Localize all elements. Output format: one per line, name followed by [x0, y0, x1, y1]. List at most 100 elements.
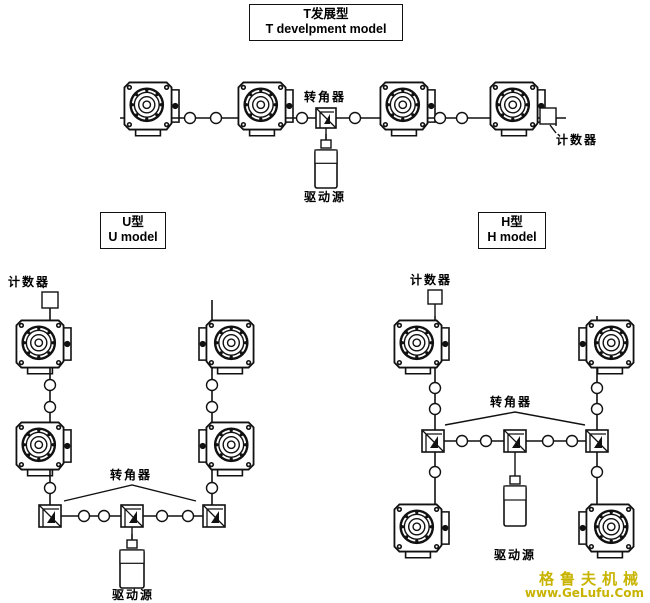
bolt-hole	[27, 351, 31, 355]
corner-bolt	[382, 84, 389, 91]
indexer-unit	[15, 421, 72, 477]
coupling	[43, 400, 57, 414]
h-model-title-en: H model	[487, 230, 537, 244]
coupling	[77, 509, 91, 523]
dial-ring	[606, 338, 616, 348]
gearbox-block	[198, 327, 207, 361]
corner-bolt	[433, 506, 440, 513]
bolt-hole	[51, 443, 55, 447]
bolt-hole	[599, 515, 603, 519]
gear-mark	[503, 429, 527, 453]
bolt-hole	[37, 326, 41, 331]
indexer-unit	[578, 319, 635, 375]
corner-bolt	[245, 359, 252, 366]
mount-base	[248, 129, 276, 137]
corner-bolt	[419, 84, 426, 91]
gearbox-block	[578, 511, 587, 545]
indexer-unit	[393, 503, 450, 559]
bolt-hole	[219, 351, 223, 355]
coupling	[295, 111, 309, 125]
bolt-hole	[145, 117, 149, 121]
bolt-hole	[37, 457, 41, 461]
bolt-hole	[155, 113, 159, 117]
mount-base	[596, 551, 624, 559]
corner-bolt	[55, 359, 62, 366]
dial-ring	[222, 436, 240, 454]
bolt-hole	[27, 433, 31, 437]
indexer-unit	[489, 81, 546, 137]
counter-box	[427, 289, 443, 305]
bolt-hole	[269, 113, 273, 117]
dial-ring	[142, 100, 152, 110]
dial-ring	[598, 513, 625, 540]
gearbox-block	[171, 89, 180, 123]
dial-ring	[602, 518, 620, 536]
bolt-hole	[415, 539, 419, 543]
shaft-boss	[442, 340, 449, 348]
corner-bolt	[625, 543, 632, 550]
corner-bolt	[396, 359, 403, 366]
bolt-hole	[22, 443, 27, 447]
mount-base	[404, 367, 432, 375]
gearbox-block	[63, 429, 72, 463]
corner-bolt	[208, 359, 215, 366]
bolt-hole	[405, 331, 409, 335]
dial-ring	[389, 91, 416, 118]
dial-ring	[25, 329, 52, 356]
bolt-hole	[391, 93, 395, 97]
dial-ring	[399, 509, 435, 545]
t-model-title: T发展型 T develpment model	[249, 4, 403, 41]
corner-bolt	[18, 322, 25, 329]
gearbox-block	[441, 511, 450, 545]
bolt-hole	[599, 535, 603, 539]
bolt-hole	[273, 103, 277, 107]
corner-bolt	[433, 322, 440, 329]
corner-bolt	[18, 359, 25, 366]
dial-ring	[247, 91, 274, 118]
bolt-hole	[219, 331, 223, 335]
gear-mark	[585, 429, 609, 453]
dial-ring	[385, 87, 421, 123]
dial-ring	[226, 338, 236, 348]
angle-gearbox	[585, 429, 609, 453]
bolt-hole	[411, 113, 415, 117]
connection-line	[37, 281, 45, 289]
shaft-boss	[579, 340, 586, 348]
motor-coupler	[126, 539, 138, 549]
corner-bolt	[625, 359, 632, 366]
coupling	[565, 434, 579, 448]
mount-base	[404, 551, 432, 559]
dial-ring	[138, 96, 156, 114]
bolt-hole	[243, 341, 248, 345]
coupling	[205, 400, 219, 414]
bolt-hole	[425, 515, 429, 519]
counter-box	[41, 291, 59, 309]
corner-bolt	[492, 121, 499, 128]
bolt-hole	[229, 428, 233, 433]
gear-mark	[38, 504, 62, 528]
coupling	[155, 509, 169, 523]
corner-bolt	[588, 359, 595, 366]
corner-bolt	[126, 84, 133, 91]
u-angle-unit-label: 转角器	[110, 468, 153, 482]
shaft-boss	[442, 524, 449, 532]
u-drive-label: 驱动源	[112, 588, 155, 602]
dial-ring	[213, 325, 249, 361]
bolt-hole	[623, 341, 628, 345]
bolt-hole	[415, 510, 419, 515]
gear-mark	[315, 107, 337, 129]
bolt-hole	[405, 351, 409, 355]
u-model-title: U型 U model	[100, 212, 166, 249]
dial-ring	[412, 522, 422, 532]
bolt-hole	[496, 103, 501, 107]
gearbox-block	[198, 429, 207, 463]
bolt-hole	[401, 117, 405, 121]
bolt-hole	[239, 331, 243, 335]
dial-ring	[412, 338, 422, 348]
mount-base	[390, 129, 418, 137]
dial-ring	[218, 431, 245, 458]
bolt-hole	[415, 355, 419, 359]
dial-ring	[495, 87, 531, 123]
bolt-hole	[525, 103, 529, 107]
dial-ring	[606, 522, 616, 532]
